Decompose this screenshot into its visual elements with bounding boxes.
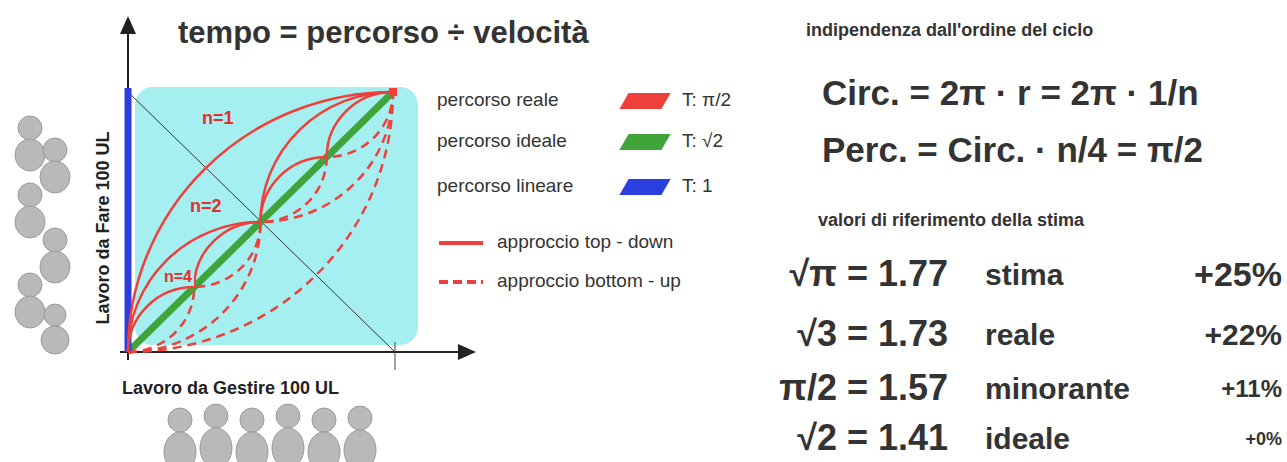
legend-swatch bbox=[619, 93, 670, 109]
axis-label: Lavoro da Gestire 100 UL bbox=[122, 378, 339, 399]
line-sample-stroke bbox=[439, 280, 483, 284]
curve-label: n=1 bbox=[200, 108, 236, 129]
table-cell: ideale bbox=[985, 422, 1070, 455]
table-cell: +0% bbox=[1245, 430, 1282, 450]
table-cell: reale bbox=[985, 318, 1055, 351]
heading: indipendenza dall'ordine del ciclo bbox=[806, 20, 1093, 41]
table-cell: √3 = 1.73 bbox=[797, 314, 948, 354]
axis-label: Lavoro da Fare 100 UL bbox=[93, 131, 114, 324]
line-sample-stroke bbox=[439, 241, 483, 245]
legend-value: T: π/2 bbox=[682, 89, 731, 111]
curve-label: n=2 bbox=[188, 196, 224, 217]
table-cell: √2 = 1.41 bbox=[797, 418, 948, 458]
line-sample bbox=[438, 238, 484, 248]
legend-swatch bbox=[619, 134, 670, 150]
curve-label: n=4 bbox=[162, 268, 194, 286]
table-cell: +22% bbox=[1204, 318, 1282, 351]
heading: valori di riferimento della stima bbox=[818, 210, 1084, 231]
legend-text: approccio bottom - up bbox=[497, 270, 681, 292]
legend-value: T: √2 bbox=[682, 130, 723, 152]
line-sample bbox=[438, 277, 484, 287]
legend-text: approccio top - down bbox=[497, 231, 673, 253]
legend-swatch bbox=[619, 179, 670, 195]
table-cell: +11% bbox=[1221, 376, 1282, 402]
table-cell: +25% bbox=[1194, 256, 1282, 293]
formula: Circ. = 2π · r = 2π · 1/n bbox=[822, 73, 1199, 113]
legend-text: percorso lineare bbox=[437, 175, 573, 197]
formula: Perc. = Circ. · n/4 = π/2 bbox=[822, 130, 1203, 170]
title: tempo = percorso ÷ velocità bbox=[178, 15, 589, 51]
table-cell: π/2 = 1.57 bbox=[779, 368, 948, 408]
table-cell: stima bbox=[985, 258, 1063, 291]
table-cell: √π = 1.77 bbox=[790, 254, 948, 294]
legend-text: percorso ideale bbox=[437, 130, 567, 152]
legend-text: percorso reale bbox=[437, 89, 558, 111]
table-cell: minorante bbox=[985, 372, 1130, 405]
legend-value: T: 1 bbox=[682, 175, 713, 197]
